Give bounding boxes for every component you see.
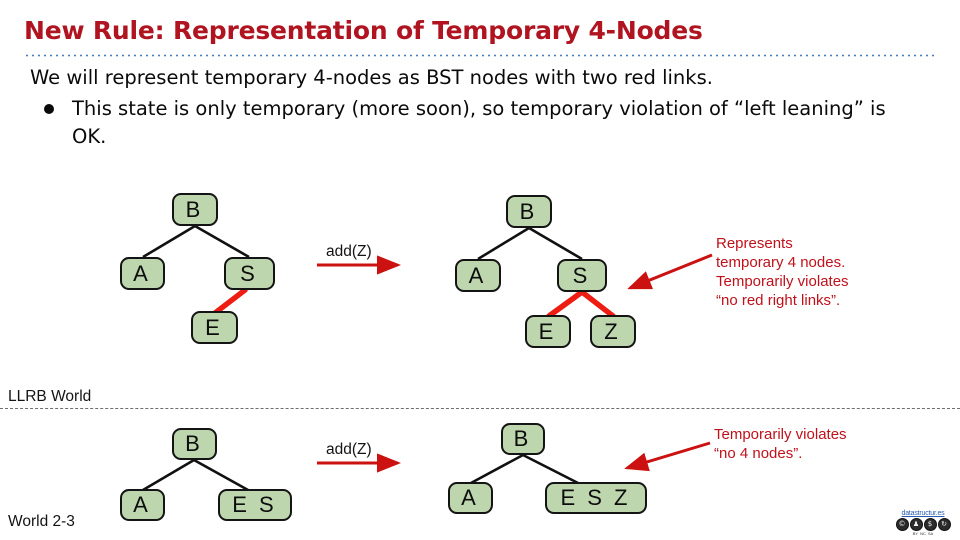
cc-sub-sa: SA (927, 531, 934, 536)
cc-sub-by: BY (912, 531, 919, 536)
world-label-two-three: World 2-3 (8, 513, 75, 530)
tree-node[interactable]: E S Z (545, 482, 647, 514)
cc-nc-icon: $ (923, 518, 937, 531)
tree-node[interactable]: A (120, 489, 165, 521)
body-text-block: We will represent temporary 4-nodes as B… (30, 64, 930, 151)
tree-node[interactable]: A (120, 257, 165, 290)
add-arrow-label-bottom: add(Z) (326, 441, 372, 458)
datastructures-link[interactable]: datastructur.es (901, 510, 945, 517)
edges-two-three-after (470, 453, 579, 485)
cc-by-icon: ♟ (909, 518, 923, 531)
page-title: New Rule: Representation of Temporary 4-… (24, 16, 703, 45)
annotation-bottom-right: Temporarily violates “no 4 nodes”. (714, 426, 847, 462)
tree-node[interactable]: B (501, 423, 545, 455)
tree-node[interactable]: E (191, 311, 238, 344)
creative-commons-icons: © ♟ $ ↻ (892, 518, 954, 531)
world-divider (0, 408, 960, 409)
tree-node[interactable]: E (525, 315, 571, 348)
cc-sub-nc: NC (920, 531, 926, 536)
tree-node[interactable]: E S (218, 489, 292, 521)
cc-sub-labels: BY NC SA (892, 531, 954, 536)
bullet-dot-icon (44, 104, 54, 114)
world-label-llrb: LLRB World (8, 388, 92, 405)
tree-node[interactable]: A (455, 259, 501, 292)
edges-two-three-before (142, 458, 249, 492)
annotation-arrow-bottom (624, 441, 711, 472)
title-divider (24, 54, 936, 57)
body-lead-line: We will represent temporary 4-nodes as B… (30, 66, 713, 89)
annotation-arrow-top (627, 253, 713, 290)
bullet-item: This state is only temporary (more soon)… (30, 95, 930, 151)
add-arrow-label-top: add(Z) (326, 243, 372, 260)
tree-node[interactable]: Z (590, 315, 636, 348)
bullet-item-label: This state is only temporary (more soon)… (72, 97, 886, 148)
cc-icon: © (895, 518, 909, 531)
tree-node[interactable]: B (506, 195, 552, 228)
tree-node[interactable]: B (172, 428, 217, 460)
cc-sa-icon: ↻ (937, 518, 951, 531)
annotation-top-right: Represents temporary 4 nodes. Temporaril… (716, 235, 849, 309)
tree-node[interactable]: S (224, 257, 275, 290)
tree-node[interactable]: S (557, 259, 607, 292)
footer-badge: datastructur.es © ♟ $ ↻ BY NC SA (892, 510, 954, 536)
tree-node[interactable]: B (172, 193, 218, 226)
tree-node[interactable]: A (448, 482, 493, 514)
